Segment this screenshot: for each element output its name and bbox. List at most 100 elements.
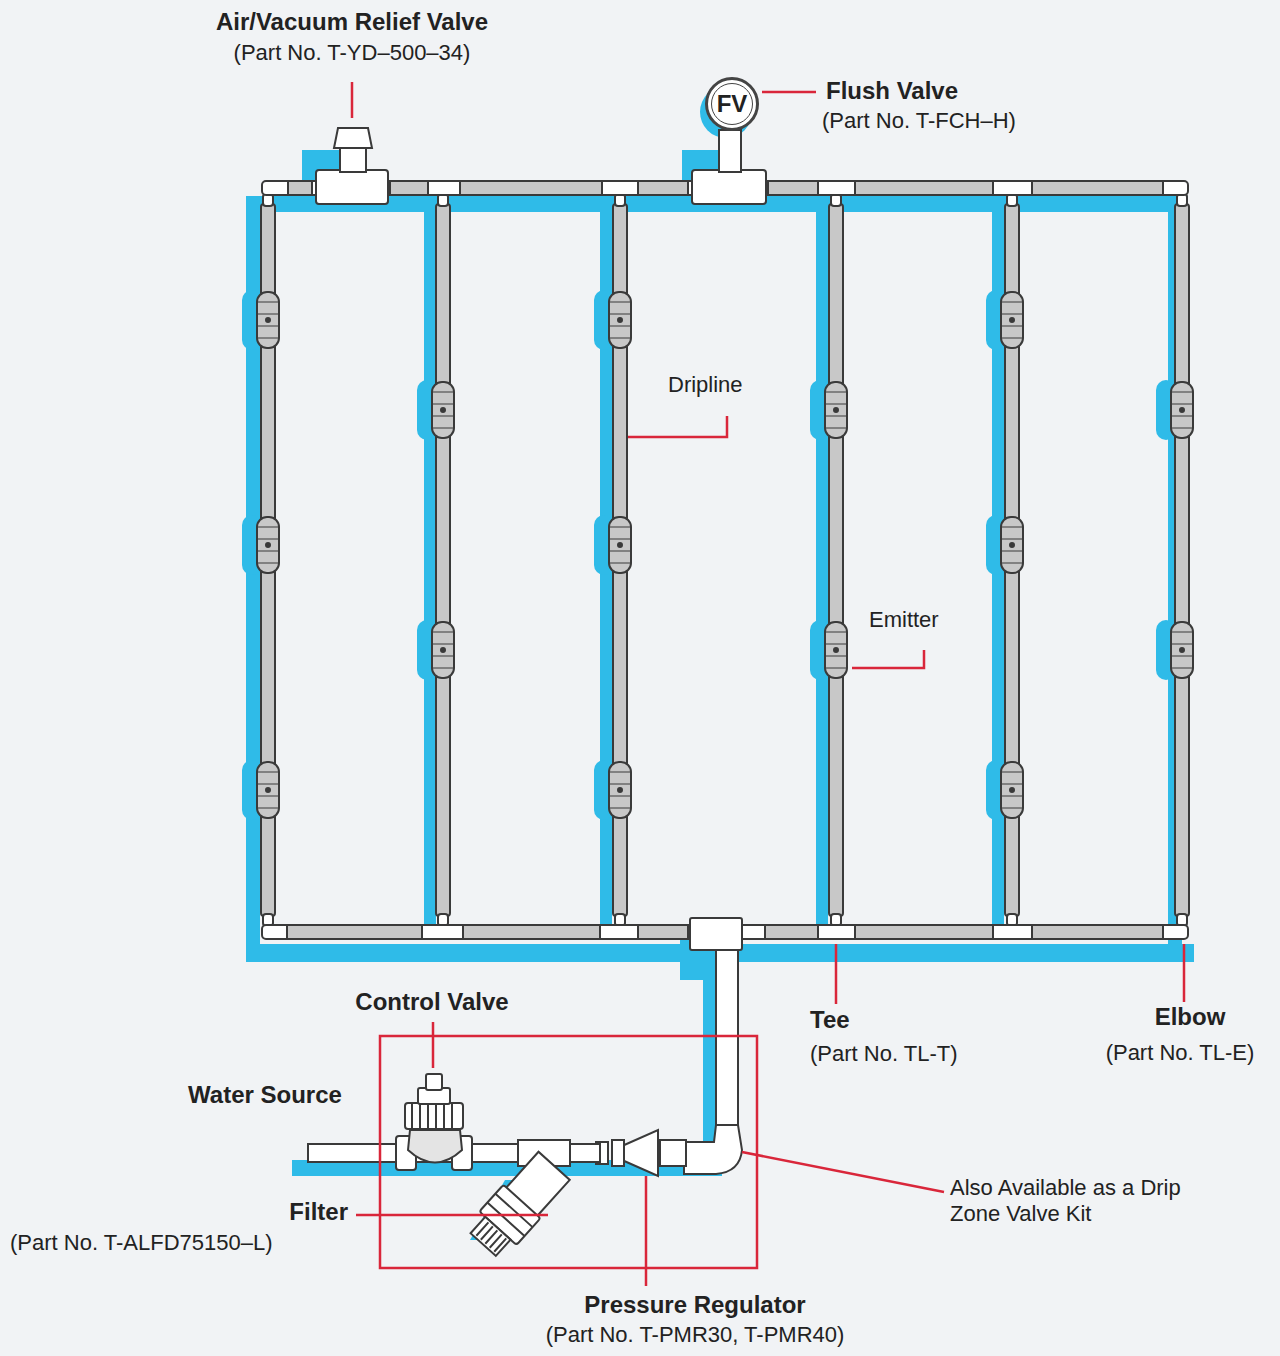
- emitter-rib: [825, 392, 847, 393]
- emitter-rib: [609, 551, 631, 552]
- emitter: [257, 762, 279, 818]
- emitter-rib: [1171, 644, 1193, 645]
- flush-valve-symbol: FV: [705, 77, 759, 131]
- part-label: (Part No. T-YD–500–34): [234, 40, 471, 66]
- emitter-rib: [609, 808, 631, 809]
- emitter-rib: [1001, 796, 1023, 797]
- emitter-rib: [609, 784, 631, 785]
- leader-lines: [628, 416, 727, 437]
- header-pipes: [262, 181, 1188, 939]
- emitter-rib: [257, 796, 279, 797]
- emitter-rib: [825, 416, 847, 417]
- emitter-rib: [1001, 326, 1023, 327]
- emitter-rib: [1001, 808, 1023, 809]
- emitter-rib: [1001, 314, 1023, 315]
- part-label: Water Source: [188, 1081, 342, 1110]
- supply-assembly: [716, 950, 738, 1135]
- blue-shadow: [424, 196, 436, 926]
- supply-assembly: [612, 1140, 624, 1166]
- emitter-outlet: [1180, 648, 1184, 652]
- leader-lines: [762, 91, 816, 94]
- header-pipes: [638, 925, 688, 939]
- emitter: [432, 382, 454, 438]
- emitter-rib: [609, 302, 631, 303]
- emitter-outlet: [618, 318, 622, 322]
- emitter-rib: [825, 632, 847, 633]
- emitter-rib: [1171, 632, 1193, 633]
- emitter-rib: [825, 668, 847, 669]
- emitter-rib: [609, 539, 631, 540]
- emitter-rib: [1171, 668, 1193, 669]
- emitter-rib: [825, 644, 847, 645]
- emitter-rib: [1171, 404, 1193, 405]
- air-relief-valve: [316, 128, 388, 204]
- part-label: Filter: [289, 1198, 348, 1227]
- symbol-text: FV: [717, 90, 748, 118]
- emitter-outlet: [618, 788, 622, 792]
- emitter-outlet: [266, 318, 270, 322]
- part-label: Control Valve: [355, 988, 508, 1017]
- emitter-rib: [257, 314, 279, 315]
- emitter: [1001, 292, 1023, 348]
- emitter-rib: [432, 656, 454, 657]
- leader-lines: [356, 1214, 548, 1217]
- emitter-rib: [1001, 563, 1023, 564]
- leader-lines: [835, 944, 838, 1004]
- emitter-rib: [1001, 302, 1023, 303]
- part-label: Flush Valve: [826, 77, 958, 106]
- supply-assembly: [465, 1149, 573, 1261]
- emitter-outlet: [1180, 408, 1184, 412]
- emitter-outlet: [266, 788, 270, 792]
- part-label: (Part No. TL-E): [1106, 1040, 1255, 1066]
- emitter: [1171, 622, 1193, 678]
- header-pipes: [765, 925, 818, 939]
- leader-lines: [432, 1022, 435, 1068]
- emitter-outlet: [834, 648, 838, 652]
- emitter-rib: [609, 563, 631, 564]
- emitter-outlet: [441, 408, 445, 412]
- emitter-rib: [257, 302, 279, 303]
- emitter: [825, 382, 847, 438]
- emitter-rib: [257, 784, 279, 785]
- emitter: [257, 517, 279, 573]
- emitter-rib: [609, 527, 631, 528]
- leader-lines: [852, 650, 924, 668]
- emitter-rib: [1001, 539, 1023, 540]
- emitter-rib: [432, 416, 454, 417]
- supply-assembly: [690, 918, 742, 950]
- header-pipes: [1032, 925, 1163, 939]
- supply-assembly: [426, 1074, 442, 1090]
- part-label: Tee: [810, 1006, 850, 1035]
- part-label: (Part No. T-ALFD75150–L): [10, 1230, 273, 1256]
- supply-assembly: [622, 1130, 658, 1176]
- emitter-rib: [825, 656, 847, 657]
- leader-lines: [380, 1036, 757, 1268]
- emitter: [1171, 382, 1193, 438]
- dripline-tube: [436, 204, 450, 916]
- header-pipes: [460, 181, 602, 195]
- emitter: [1001, 762, 1023, 818]
- emitter-rib: [432, 668, 454, 669]
- part-label: Air/Vacuum Relief Valve: [216, 8, 488, 37]
- part-label: Dripline: [668, 372, 743, 398]
- dripline-tube: [829, 204, 843, 916]
- emitter-rib: [1171, 392, 1193, 393]
- air-relief-valve: [334, 128, 372, 148]
- header-pipes: [638, 181, 688, 195]
- header-pipes: [855, 181, 993, 195]
- supply-assembly: [684, 1125, 742, 1174]
- emitter-rib: [432, 392, 454, 393]
- emitter-rib: [609, 314, 631, 315]
- header-pipes: [855, 925, 993, 939]
- leader-lines: [352, 82, 1184, 1286]
- supply-assembly: [471, 1217, 511, 1256]
- emitter-rib: [1001, 527, 1023, 528]
- air-relief-valve: [340, 148, 366, 172]
- flush-valve-tee: [719, 130, 741, 172]
- emitter-rib: [609, 338, 631, 339]
- supply-assembly: [405, 1103, 463, 1129]
- emitter: [609, 762, 631, 818]
- blue-shadow: [703, 950, 717, 1150]
- emitter-rib: [432, 404, 454, 405]
